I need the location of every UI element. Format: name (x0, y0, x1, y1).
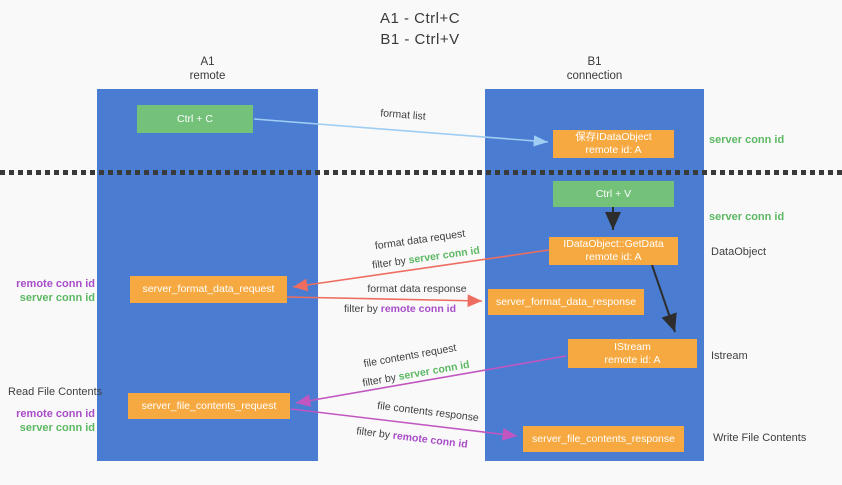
filter-by-text: filter by (361, 371, 400, 390)
format-list-label: format list (379, 107, 427, 123)
server-conn-id-label-mid-right: server conn id (709, 211, 785, 223)
filter-by-remote-conn-id-label-2: filter by remote conn id (356, 425, 469, 451)
lane-header-a1-remote: A1 remote (97, 55, 318, 83)
getdata-line1: IDataObject::GetData (563, 238, 664, 250)
istream-side-label: Istream (711, 350, 748, 362)
remote-conn-id-label-mid-left: remote conn id (16, 278, 95, 290)
file-response-label: server_file_contents_response (531, 432, 675, 445)
server-conn-id-label-mid-left: server conn id (19, 292, 95, 304)
remote-conn-id-keyword: remote conn id (380, 303, 457, 315)
diagram-title: A1 - Ctrl+C B1 - Ctrl+V (300, 8, 540, 50)
server-conn-id-keyword: server conn id (407, 244, 481, 267)
node-server-file-contents-request: server_file_contents_request (128, 393, 290, 419)
title-line-2: B1 - Ctrl+V (380, 31, 460, 48)
node-save-idataobject: 保存IDataObject remote id: A (553, 130, 674, 158)
format-response-label: server_format_data_response (495, 295, 637, 308)
file-request-label: server_file_contents_request (141, 399, 277, 412)
filter-by-remote-conn-id-label-1: filter by remote conn id (344, 303, 456, 315)
node-idataobject-getdata: IDataObject::GetData remote id: A (549, 237, 678, 265)
remote-conn-id-label-bottom-left: remote conn id (16, 408, 95, 420)
format-request-label: server_format_data_request (142, 283, 275, 295)
format-data-response-label: format data response (367, 283, 467, 295)
file-contents-response-label: file contents response (376, 399, 480, 425)
lane-header-b1-connection: B1 connection (485, 55, 704, 83)
dotted-divider-line (0, 170, 842, 175)
node-server-format-data-response: server_format_data_response (488, 289, 644, 315)
ctrl-c-label: Ctrl + C (177, 112, 213, 125)
dataobject-label: DataObject (711, 246, 767, 258)
node-server-file-contents-response: server_file_contents_response (523, 426, 684, 452)
server-conn-id-label-bottom-left: server conn id (19, 422, 95, 434)
node-server-format-data-request: server_format_data_request (130, 276, 287, 303)
lane-a1-sub: remote (189, 70, 226, 82)
write-file-contents-label: Write File Contents (713, 432, 807, 444)
istream-line2: remote id: A (604, 353, 661, 366)
filter-by-text: filter by (355, 425, 394, 442)
read-file-contents-label: Read File Contents (8, 386, 103, 398)
lane-b1-sub: connection (566, 70, 623, 82)
istream-line1: IStream (614, 340, 651, 353)
ctrl-v-label: Ctrl + V (595, 187, 632, 200)
filter-by-text: filter by (343, 303, 381, 315)
getdata-line2: remote id: A (585, 251, 642, 263)
server-conn-id-label-top-right: server conn id (709, 134, 785, 146)
save-idataobject-line2: remote id: A (585, 144, 642, 156)
lane-b1-name: B1 (587, 56, 602, 68)
node-ctrl-v: Ctrl + V (553, 181, 674, 207)
filter-by-text: filter by (371, 254, 410, 272)
lane-a1-name: A1 (200, 56, 215, 68)
title-line-1: A1 - Ctrl+C (379, 10, 461, 27)
remote-conn-id-keyword: remote conn id (392, 429, 469, 451)
node-istream: IStream remote id: A (568, 339, 697, 368)
node-ctrl-c: Ctrl + C (137, 105, 253, 133)
save-idataobject-line1: 保存IDataObject (575, 131, 652, 143)
